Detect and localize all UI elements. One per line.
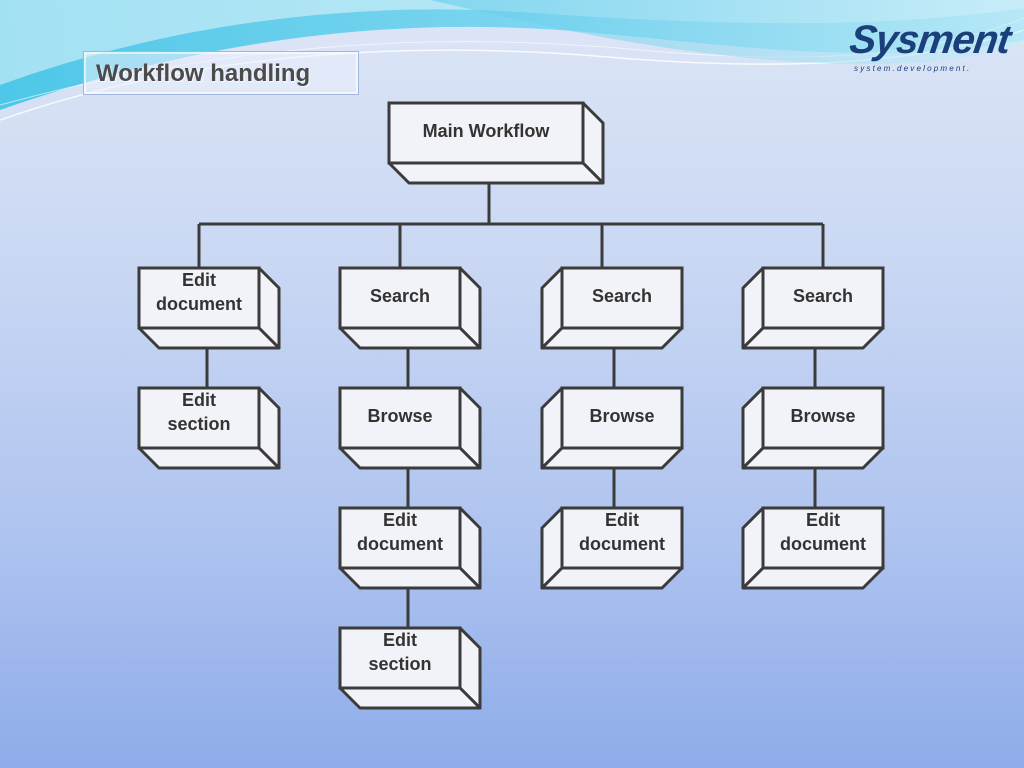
node-b4-browse-face [761, 386, 885, 450]
node-b4-browse [741, 386, 885, 470]
node-b3-edit-document-label-line: document [578, 534, 665, 554]
node-b2-search [338, 266, 482, 350]
node-b3-edit-document-label-line: Edit [605, 510, 639, 530]
node-b2-edit-document-label-line: document [356, 534, 443, 554]
node-b4-search-face [761, 266, 885, 330]
node-b2-edit-document-bottom [338, 566, 482, 590]
node-b3-edit-document-face [560, 506, 684, 570]
node-b2-edit-document-face [338, 506, 462, 570]
node-b2-edit-document-label: Edit document [340, 508, 460, 556]
node-main-workflow-bottom [387, 161, 605, 185]
node-b4-search-label: Search [763, 284, 883, 308]
node-b2-edit-section-label-line: Edit [383, 630, 417, 650]
node-b2-browse-bottom [338, 446, 482, 470]
node-b1-edit-section-label-line: Edit [182, 390, 216, 410]
node-b2-edit-section-face [338, 626, 462, 690]
sysment-logo: Sysment system.development. [846, 18, 1013, 78]
node-b3-edit-document-label: Edit document [562, 508, 682, 556]
node-b3-search-label-line: Search [591, 286, 653, 306]
node-b1-edit-document-label-line: Edit [182, 270, 216, 290]
node-b1-edit-document-label-line: document [155, 294, 242, 314]
node-b4-search-bottom [741, 326, 885, 350]
node-main-workflow [387, 101, 605, 185]
node-b4-edit-document-label: Edit document [763, 508, 883, 556]
node-b2-browse-label-line: Browse [367, 406, 433, 426]
node-main-workflow-label: Main Workflow [389, 119, 583, 143]
node-b4-search [741, 266, 885, 350]
node-b3-browse-bottom [540, 446, 684, 470]
node-b1-edit-section-label: Edit section [139, 388, 259, 436]
node-b2-browse-face [338, 386, 462, 450]
node-b3-browse-face [560, 386, 684, 450]
node-b1-edit-section-bottom [137, 446, 281, 470]
node-b4-browse-label-line: Browse [790, 406, 856, 426]
node-b4-edit-document-bottom [741, 566, 885, 590]
node-b3-search [540, 266, 684, 350]
node-b4-edit-document-face [761, 506, 885, 570]
title-box: Workflow handling [83, 51, 359, 95]
node-b3-browse-label: Browse [562, 404, 682, 428]
node-b3-edit-document [540, 506, 684, 590]
node-b3-browse [540, 386, 684, 470]
node-main-workflow-face [387, 101, 585, 165]
node-b1-edit-section-face [137, 386, 261, 450]
node-b2-search-face [338, 266, 462, 330]
node-b2-edit-section [338, 626, 482, 710]
node-b2-browse-label: Browse [340, 404, 460, 428]
node-b4-edit-document [741, 506, 885, 590]
node-b1-edit-document-bottom [137, 326, 281, 350]
node-b2-edit-section-label: Edit section [340, 628, 460, 676]
node-b3-browse-label-line: Browse [589, 406, 655, 426]
node-b1-edit-document-face [137, 266, 261, 330]
connectors [197, 175, 825, 628]
node-b1-edit-document-label: Edit document [139, 268, 259, 316]
node-b2-edit-section-bottom [338, 686, 482, 710]
node-b4-edit-document-label-line: document [779, 534, 866, 554]
node-b2-edit-document-label-line: Edit [383, 510, 417, 530]
node-b4-browse-bottom [741, 446, 885, 470]
node-b3-edit-document-bottom [540, 566, 684, 590]
node-b1-edit-section [137, 386, 281, 470]
node-boxes [137, 101, 885, 710]
node-b4-search-label-line: Search [792, 286, 854, 306]
node-b2-search-bottom [338, 326, 482, 350]
node-b2-search-label: Search [340, 284, 460, 308]
slide-title: Workflow handling [96, 60, 311, 87]
node-b3-search-bottom [540, 326, 684, 350]
node-b1-edit-document [137, 266, 281, 350]
node-b2-browse [338, 386, 482, 470]
node-b3-search-label: Search [562, 284, 682, 308]
node-b1-edit-section-label-line: section [167, 414, 231, 434]
node-b2-edit-section-label-line: section [368, 654, 432, 674]
node-b2-edit-document [338, 506, 482, 590]
node-b3-search-face [560, 266, 684, 330]
node-b4-edit-document-label-line: Edit [806, 510, 840, 530]
node-b4-browse-label: Browse [763, 404, 883, 428]
node-main-workflow-label-line: Main Workflow [422, 121, 550, 141]
node-b2-search-label-line: Search [369, 286, 431, 306]
logo-tagline: system.development. [854, 64, 972, 73]
